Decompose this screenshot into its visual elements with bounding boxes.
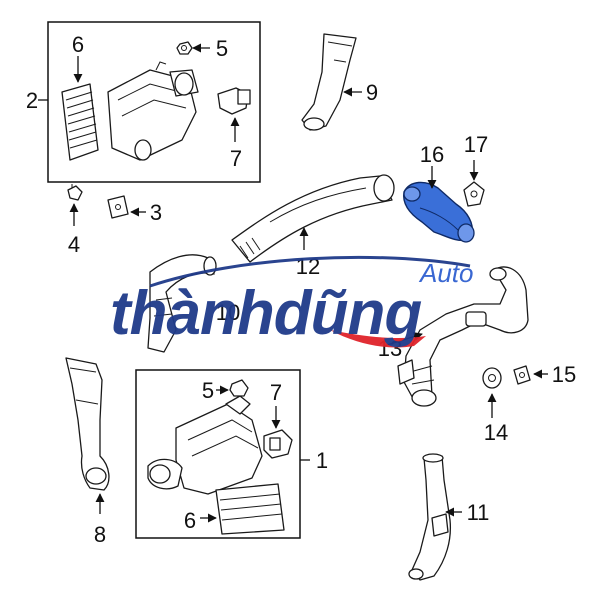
callout-8: 8 [94,522,106,547]
callout-14: 14 [484,420,508,445]
nut-lower [229,379,249,397]
callout-1: 1 [316,448,328,473]
callout-3: 3 [150,200,162,225]
watermark-accent-swoosh [330,330,426,348]
callout-5-upper: 5 [216,36,228,61]
callout-7-lower: 7 [270,380,282,405]
callout-11: 11 [467,500,490,525]
air-filter-element-upper [61,83,99,161]
clamp-part-17 [463,181,485,207]
sensor-upper [217,87,251,115]
duct-part-11 [408,453,452,581]
watermark: Auto thànhdũng [110,255,474,348]
clip-part-4 [67,184,83,201]
callout-6-upper: 6 [72,32,84,57]
bracket-part-3 [107,195,129,219]
callout-9: 9 [366,80,378,105]
air-hose-part-12 [231,174,395,263]
air-cleaner-lower-box [135,369,301,539]
sensor-lower [263,429,293,459]
air-cleaner-housing-upper [107,61,199,161]
callout-17: 17 [464,132,488,157]
callout-7-upper: 7 [230,146,242,171]
grommet-part-14 [482,367,502,389]
watermark-auto-text: Auto [418,258,474,288]
callout-2: 2 [26,88,38,113]
callout-4: 4 [68,232,80,257]
callout-15: 15 [552,362,576,387]
callout-5-lower: 5 [202,378,214,403]
watermark-brand-text: thànhdũng [110,279,421,348]
inlet-duct-part-9 [301,33,357,131]
callout-10: 10 [216,300,240,325]
air-cleaner-upper-box [47,21,261,183]
nut-upper [176,41,193,55]
bolt-part-15 [513,365,531,385]
callout-16: 16 [420,142,444,167]
hose-part-13 [397,266,529,407]
callout-6-lower: 6 [184,508,196,533]
air-filter-element-lower [215,483,285,535]
air-cleaner-housing-lower [147,395,263,495]
highlighted-duct-part-16 [403,181,475,243]
watermark-swoosh [149,255,471,288]
duct-part-8 [65,357,110,491]
